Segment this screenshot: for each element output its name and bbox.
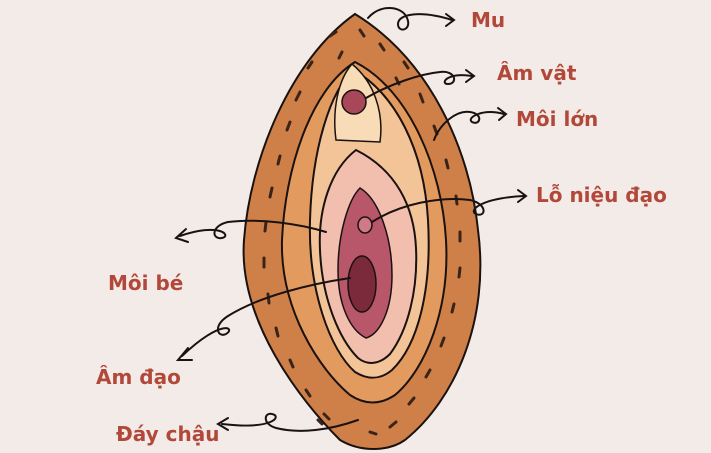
leader-lines — [174, 7, 528, 432]
label-moi-lon: Môi lớn — [516, 107, 599, 131]
label-day-chau: Đáy chậu — [116, 422, 220, 446]
label-am-vat: Âm vật — [497, 61, 577, 85]
urethral-opening-shape — [357, 216, 373, 234]
label-mu: Mu — [471, 8, 506, 32]
label-moi-be: Môi bé — [108, 271, 184, 295]
hair-strokes — [262, 28, 462, 436]
label-am-dao: Âm đạo — [96, 365, 181, 389]
label-lo-nieu-dao: Lỗ niệu đạo — [536, 183, 667, 207]
clitoris-shape — [341, 89, 367, 115]
vaginal-opening-shape — [347, 255, 377, 313]
